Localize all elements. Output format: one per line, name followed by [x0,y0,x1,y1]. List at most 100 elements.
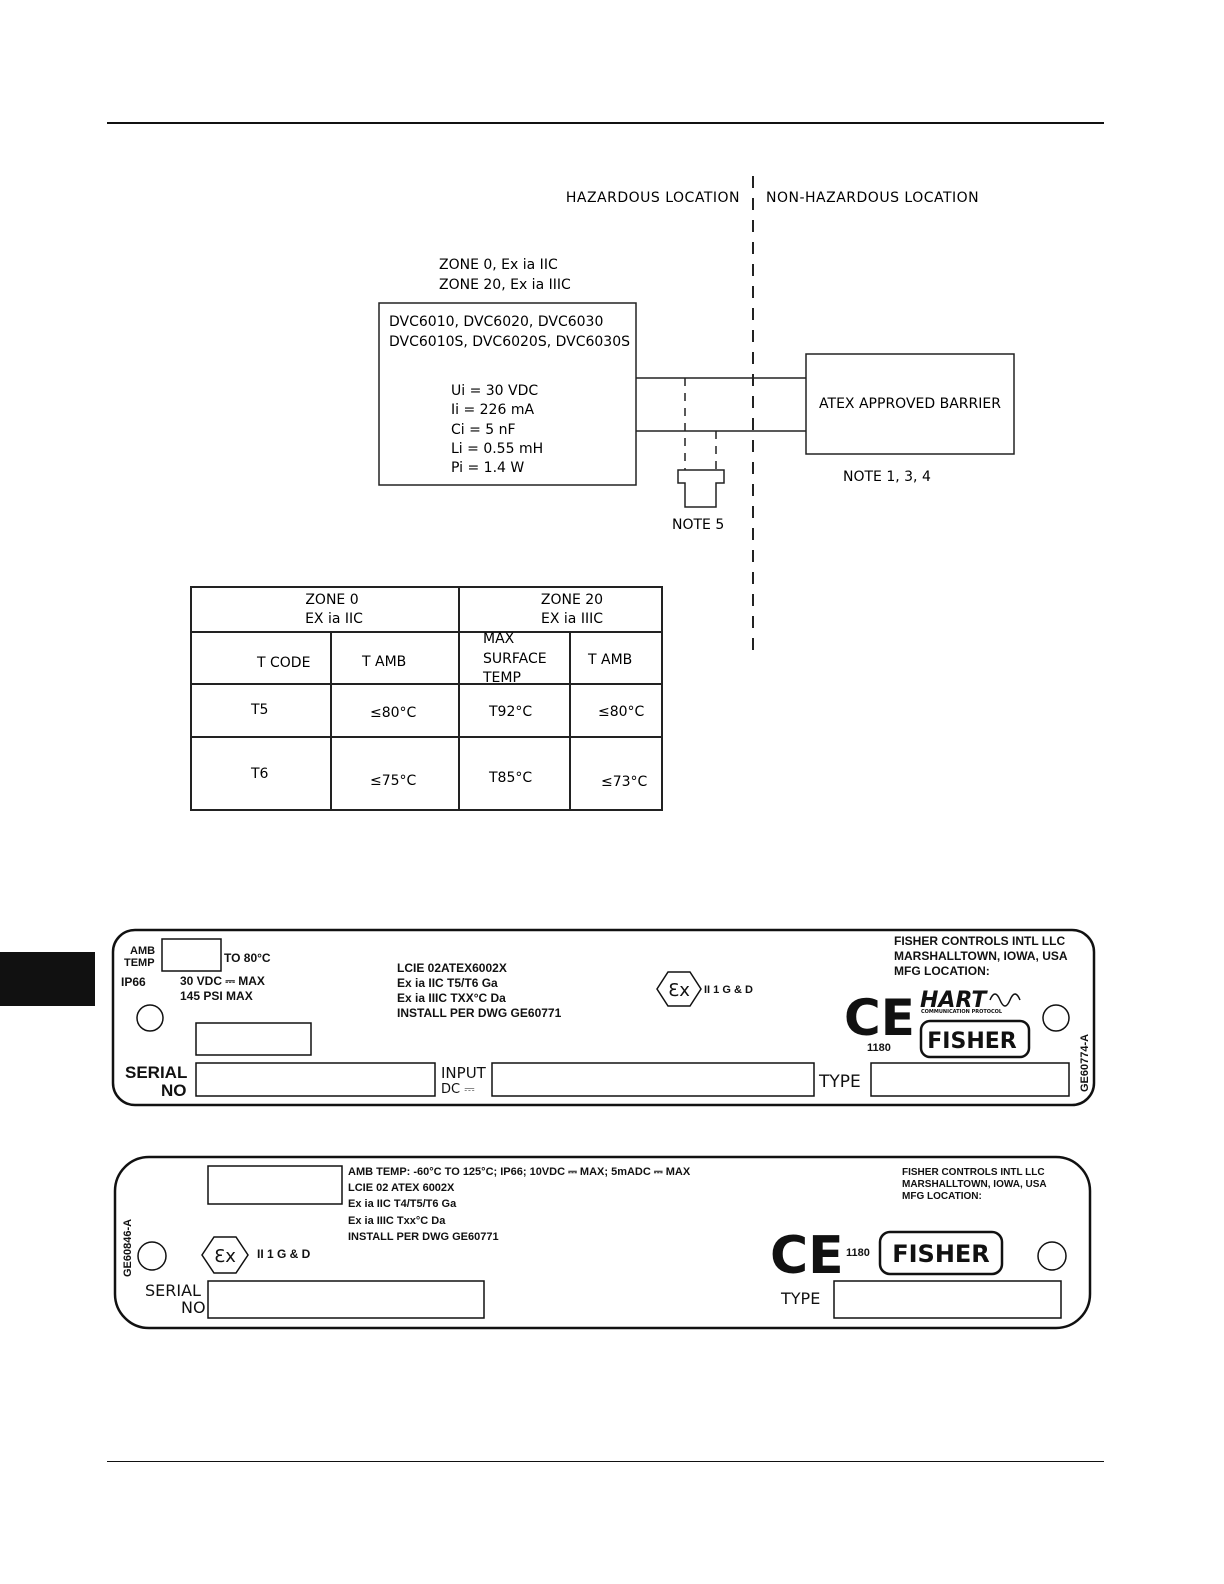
svg-text:FISHER: FISHER [927,1029,1016,1054]
table-header-max: MAX [483,631,515,647]
param-ii: Ii = 226 mA [451,402,534,418]
section-tab [0,952,95,1006]
plate1-ce-number: 1180 [867,1042,891,1054]
plate2-serial: SERIAL [145,1281,201,1300]
plate2-ex-marking: II 1 G & D [257,1247,311,1261]
plate1-cert-3: INSTALL PER DWG GE60771 [397,1006,562,1020]
plate2-cert-1: Ex ia IIC T4/T5/T6 Ga [348,1198,457,1210]
plate1-amb-box [161,938,222,972]
param-pi: Pi = 1.4 W [451,460,524,476]
ce-mark-icon: CE [844,989,915,1047]
ce-mark-icon: CE [770,1226,844,1286]
svg-text:FISHER: FISHER [892,1240,990,1268]
plate2-outline [113,1155,1092,1330]
plate1-drawing-id: GE60774-A [1079,1034,1091,1092]
plate2-cert-3: INSTALL PER DWG GE60771 [348,1231,499,1243]
hart-logo-icon: HART COMMUNICATION PROTOCOL [920,988,1021,1015]
plate2-type-box [833,1280,1062,1319]
plate1-serial: SERIAL [125,1063,187,1082]
plate1-serial-no: NO [161,1081,187,1100]
table-zone0-line1: ZONE 0 [305,592,358,608]
plate1-input: INPUT [441,1064,487,1082]
plate1-mfr-2: MFG LOCATION: [894,964,990,978]
table-header-tamb: T AMB [361,654,406,670]
svg-text:CE: CE [844,989,915,1047]
fisher-logo-icon: FISHER [919,1019,1031,1059]
plate1-cert-1: Ex ia IIC T5/T6 Ga [397,976,498,990]
device-box [378,302,637,486]
table-cell: ≤80°C [598,704,645,720]
plate1-cert-2: Ex ia IIIC TXX°C Da [397,991,506,1005]
nameplate-2: AMB TEMP: -60°C TO 125°C; IP66; 10VDC ⎓ … [113,1155,1092,1330]
plate1-outline [111,928,1096,1107]
plate1-blank-box [195,1022,312,1056]
table-zone0-line2: EX ia IIC [305,611,363,627]
table-zone20-line1: ZONE 20 [541,592,603,608]
barrier-note: NOTE 1, 3, 4 [843,469,931,485]
plate1-input-dc: DC ⎓ [441,1082,475,1097]
plate1-hole-right [1042,1004,1070,1032]
plate2-line1: AMB TEMP: -60°C TO 125°C; IP66; 10VDC ⎓ … [348,1166,691,1178]
table-cell: ≤80°C [370,705,417,721]
table-cell: T6 [250,766,269,782]
plate2-ce-number: 1180 [846,1247,870,1259]
svg-text:HART: HART [920,988,988,1013]
table-header-tamb2: T AMB [587,652,632,668]
plate2-hole-left [137,1241,167,1271]
plate1-type: TYPE [818,1072,861,1092]
temperature-table [190,586,663,811]
plate1-psi: 145 PSI MAX [180,989,253,1003]
svg-text:Ɛx: Ɛx [668,980,690,1001]
plate1-ip66: IP66 [121,975,146,989]
table-cell: T92°C [488,704,532,720]
param-ui: Ui = 30 VDC [451,383,538,399]
plate1-input-box [491,1062,815,1097]
plate1-cert-0: LCIE 02ATEX6002X [397,961,507,975]
table-cell: ≤75°C [370,773,417,789]
plate1-to80: TO 80°C [224,951,271,965]
plate2-blank-box [207,1165,343,1205]
table-header-temp: TEMP [482,670,521,686]
note5-label: NOTE 5 [672,517,724,533]
wiring-diagram: HAZARDOUS LOCATION NON-HAZARDOUS LOCATIO… [190,176,1015,811]
table-cell: ≤73°C [601,774,648,790]
device-models-line-1: DVC6010S, DVC6020S, DVC6030S [389,334,630,350]
barrier-box [805,353,1015,455]
device-models-line-0: DVC6010, DVC6020, DVC6030 [389,314,603,330]
plate1-amb: AMB [130,945,155,957]
plate2-serial-box [207,1280,485,1319]
zone-line-0: ZONE 0, Ex ia IIC [439,257,558,273]
plate2-mfr-0: FISHER CONTROLS INTL LLC [902,1167,1045,1178]
plate2-type: TYPE [780,1289,820,1308]
table-cell: T5 [250,702,268,718]
table-header-tcode: T CODE [256,655,310,671]
barrier-label: ATEX APPROVED BARRIER [819,396,1001,412]
footer-rule [107,1461,1104,1462]
plate2-mfr-1: MARSHALLTOWN, IOWA, USA [902,1179,1047,1190]
plate1-vdc: 30 VDC ⎓ MAX [180,974,265,988]
param-li: Li = 0.55 mH [451,441,543,457]
plate1-type-box [870,1062,1070,1097]
header-rule [107,122,1104,124]
plate1-mfr-1: MARSHALLTOWN, IOWA, USA [894,949,1068,963]
nameplate-1: AMB TEMP TO 80°C IP66 30 VDC ⎓ MAX 145 P… [111,928,1096,1107]
table-cell: T85°C [488,770,532,786]
plate2-cert-2: Ex ia IIIC Txx°C Da [348,1215,446,1227]
zone-line-1: ZONE 20, Ex ia IIIC [439,277,571,293]
table-zone20-line2: EX ia IIIC [541,611,603,627]
plate1-hole-left [136,1004,164,1032]
plate2-serial-no: NO [181,1298,206,1317]
plate1-ex-marking: II 1 G & D [704,984,753,996]
plate1-serial-box [195,1062,436,1097]
non-hazardous-location-label: NON-HAZARDOUS LOCATION [766,190,979,206]
svg-text:Ɛx: Ɛx [214,1246,236,1267]
plate2-cert-0: LCIE 02 ATEX 6002X [348,1182,455,1194]
table-header-surface: SURFACE [483,651,547,667]
plate1-mfr-0: FISHER CONTROLS INTL LLC [894,934,1065,948]
note5-connector [677,469,725,508]
ex-hexagon-icon: Ɛx [201,1236,249,1274]
plate2-hole-right [1037,1241,1067,1271]
plate2-drawing-id: GE60846-A [122,1219,134,1277]
plate2-mfr-2: MFG LOCATION: [902,1191,982,1202]
svg-text:COMMUNICATION PROTOCOL: COMMUNICATION PROTOCOL [921,1009,1003,1015]
